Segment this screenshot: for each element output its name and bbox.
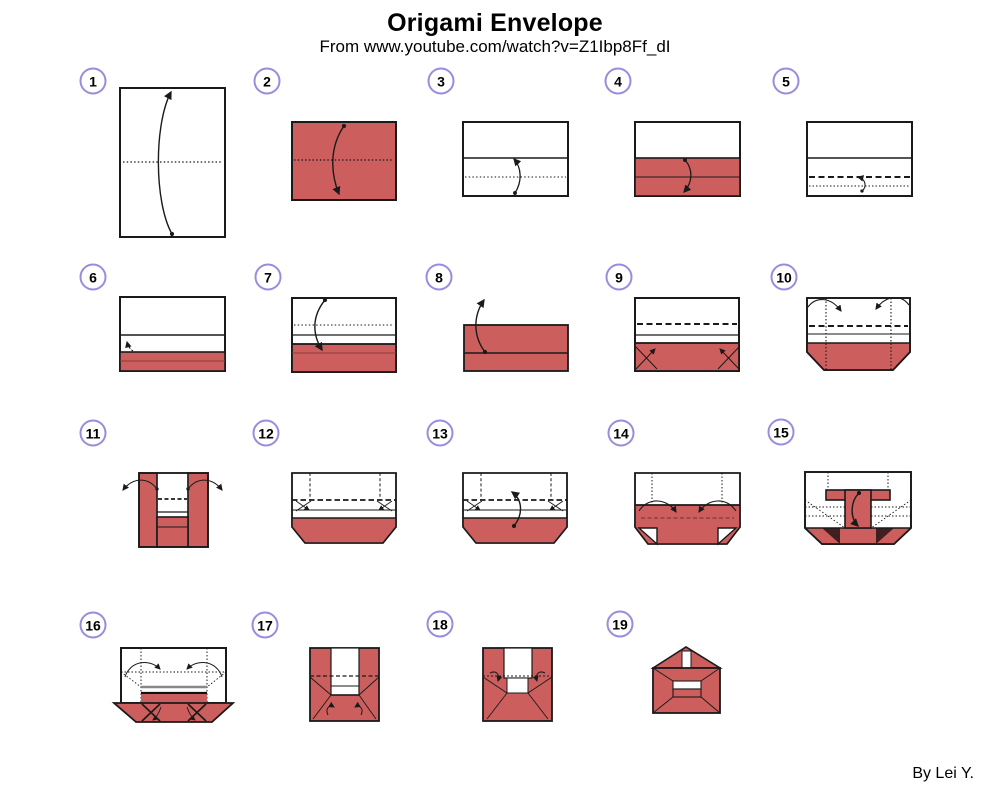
step-13-badge: 13 <box>426 419 454 447</box>
step-15-badge: 15 <box>767 418 795 446</box>
step-10-badge: 10 <box>770 263 798 291</box>
step-8-badge: 8 <box>425 263 453 291</box>
step-2-badge: 2 <box>253 67 281 95</box>
step-10-diagram <box>806 297 911 371</box>
step-1-badge: 1 <box>79 67 107 95</box>
step-3-badge: 3 <box>427 67 455 95</box>
fold-arrow <box>332 123 347 196</box>
step-6-badge: 6 <box>79 263 107 291</box>
step-11-badge: 11 <box>79 419 107 447</box>
step-16-badge: 16 <box>79 611 107 639</box>
step-15-diagram <box>804 471 912 545</box>
step-19-badge: 19 <box>606 610 634 638</box>
step-1-diagram <box>119 87 226 238</box>
step-7-diagram <box>291 297 397 373</box>
step-14-diagram <box>634 472 741 546</box>
page-title: Origami Envelope <box>387 9 603 37</box>
step-6-diagram <box>119 296 226 372</box>
fold-arrow <box>157 90 175 237</box>
fold-arrow <box>683 158 692 193</box>
step-18-diagram <box>482 647 553 722</box>
step-4-diagram <box>634 121 741 197</box>
step-14-badge: 14 <box>607 419 635 447</box>
step-12-diagram <box>291 472 397 544</box>
mountain-fold-arrow <box>856 175 866 193</box>
step-18-badge: 18 <box>426 610 454 638</box>
step-11-diagram <box>122 472 223 548</box>
step-17-badge: 17 <box>251 611 279 639</box>
step-9-diagram <box>634 297 740 372</box>
step-13-diagram <box>462 472 568 544</box>
step-16-diagram <box>111 647 236 723</box>
step-12-badge: 12 <box>252 419 280 447</box>
step-2-diagram <box>291 121 397 201</box>
step-4-badge: 4 <box>604 67 632 95</box>
unfold-arrow <box>475 298 488 355</box>
fold-arrow <box>513 158 522 195</box>
source-url: From www.youtube.com/watch?v=Z1Ibp8Ff_dI <box>319 37 671 56</box>
author-credit: By Lei Y. <box>912 765 974 782</box>
step-5-badge: 5 <box>772 67 800 95</box>
step-9-badge: 9 <box>605 263 633 291</box>
step-5-diagram <box>806 121 913 197</box>
step-7-badge: 7 <box>254 263 282 291</box>
step-8-diagram <box>463 298 569 372</box>
fold-arrow <box>314 297 328 352</box>
step-17-diagram <box>309 647 380 722</box>
step-3-diagram <box>462 121 569 197</box>
step-19-diagram <box>650 646 723 714</box>
unfold-arrow <box>125 340 134 352</box>
